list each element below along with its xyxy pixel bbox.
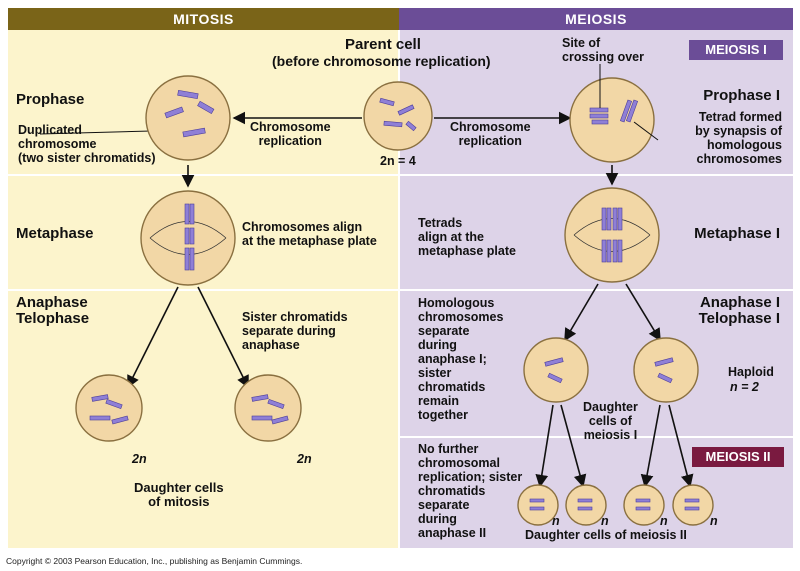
n-label: n	[552, 514, 560, 528]
duplicated-chromosome-label: Duplicated chromosome (two sister chroma…	[18, 123, 156, 165]
n-label: n	[660, 514, 668, 528]
crossing-over-label: Site of crossing over	[562, 36, 644, 64]
daughter-mitosis-label: Daughter cells of mitosis	[134, 480, 224, 509]
tetrad-formed-label: Tetrad formed by synapsis of homologous …	[695, 110, 782, 166]
no-further-label: No further chromosomal replication; sist…	[418, 442, 523, 540]
metaphase-label: Metaphase	[16, 225, 94, 242]
parent-cell-subtitle: (before chromosome replication)	[272, 53, 491, 69]
tetrads-align-label: Tetrads align at the metaphase plate	[418, 216, 516, 258]
arrows	[127, 111, 694, 488]
copyright-text: Copyright © 2003 Pearson Education, Inc.…	[6, 556, 303, 566]
homologous-separate-label: Homologous chromosomes separate during a…	[418, 296, 504, 422]
align-plate-label: Chromosomes align at the metaphase plate	[242, 220, 377, 248]
meiosis-header: MEIOSIS	[399, 8, 793, 30]
prophase-label: Prophase	[16, 91, 85, 108]
meiosis-two-tag: MEIOSIS II	[692, 447, 784, 467]
replication-right-label: Chromosome replication	[450, 120, 531, 148]
mitosis-header: MITOSIS	[8, 8, 399, 30]
haploid-n-label: n = 2	[730, 380, 759, 394]
daughter-meiosis-one-label: Daughter cells of meiosis I	[583, 400, 638, 442]
n-label: n	[710, 514, 718, 528]
chromosomes	[89, 89, 700, 511]
anaphase-telophase-label: Anaphase Telophase	[16, 294, 90, 327]
replication-left-label: Chromosome replication	[250, 120, 331, 148]
parent-ploidy: 2n = 4	[380, 154, 416, 168]
n-label: n	[601, 514, 609, 528]
meiosis-one-tag: MEIOSIS I	[689, 40, 783, 60]
haploid-label: Haploid	[728, 365, 774, 379]
metaphase-one-label: Metaphase I	[694, 225, 780, 242]
two-n-right-label: 2n	[297, 452, 312, 466]
anaphase-telophase-one-label: Anaphase I Telophase I	[698, 294, 780, 327]
daughter-meiosis-two-label: Daughter cells of meiosis II	[525, 528, 687, 542]
two-n-left-label: 2n	[132, 452, 147, 466]
sister-separate-label: Sister chromatids separate during anapha…	[242, 310, 348, 352]
parent-cell-title: Parent cell	[345, 36, 421, 53]
prophase-one-label: Prophase I	[703, 87, 780, 104]
